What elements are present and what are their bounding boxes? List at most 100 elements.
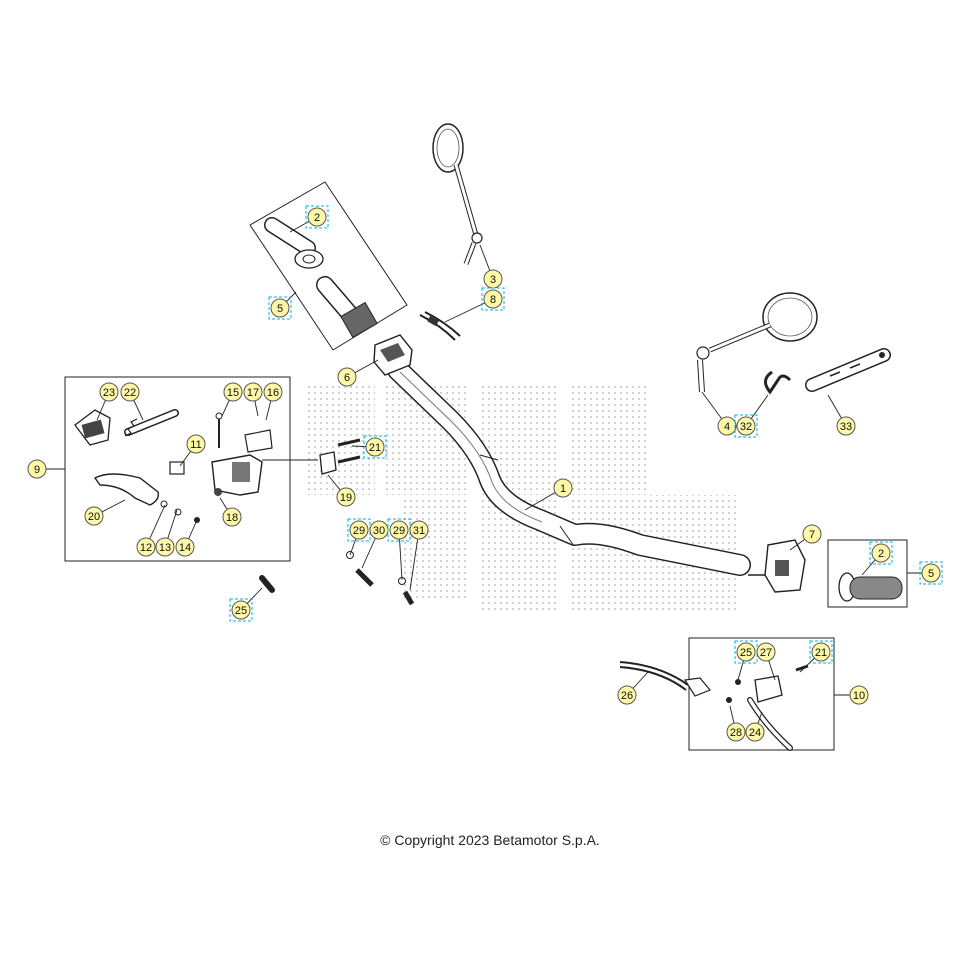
callout-circle (175, 537, 195, 557)
callout-17: 17 (243, 382, 263, 417)
callout-19: 19 (327, 474, 356, 507)
callout-label: 21 (815, 647, 827, 659)
callout-circle (617, 685, 637, 705)
callout-highlight (734, 414, 758, 438)
callout-label: 18 (226, 512, 238, 524)
mirror-clamp (262, 438, 361, 475)
bolt-25 (259, 575, 275, 593)
callout-label: 29 (393, 525, 405, 537)
callout-circle (336, 487, 356, 507)
callout-21: 21 (351, 435, 387, 459)
callout-13: 13 (155, 509, 178, 557)
throttle-assembly (264, 217, 378, 339)
callout-highlight (869, 541, 893, 565)
callout-label: 25 (740, 647, 752, 659)
hose-clip (764, 370, 792, 395)
callout-circle (836, 416, 856, 436)
callout-circle (349, 520, 369, 540)
callout-circle (136, 537, 156, 557)
right-mirror (432, 123, 483, 265)
callout-circle (155, 537, 175, 557)
callout-label: 23 (103, 387, 115, 399)
callout-label: 33 (840, 421, 852, 433)
clutch-lever-assembly (619, 661, 809, 751)
callout-highlight (229, 598, 253, 622)
callout-circle (222, 507, 242, 527)
callout-21: 21 (799, 640, 833, 673)
callout-24: 24 (745, 711, 765, 742)
callout-circle (243, 382, 263, 402)
group-box-10-clutch (688, 637, 835, 751)
callout-18: 18 (219, 497, 242, 527)
callout-label: 26 (621, 690, 633, 702)
callout-5: 5 (907, 561, 943, 585)
callout-circle (99, 382, 119, 402)
brake-master-cylinder (74, 409, 273, 523)
callout-circle (756, 642, 776, 662)
callout-7: 7 (789, 524, 822, 551)
callout-highlight (363, 435, 387, 459)
callout-circle (553, 478, 573, 498)
left-grip (838, 572, 903, 602)
callout-label: 20 (88, 511, 100, 523)
mounting-bolts (346, 551, 415, 606)
callout-label: 16 (267, 387, 279, 399)
handlebar (387, 359, 751, 576)
callout-label: 14 (179, 542, 191, 554)
callout-circle (736, 416, 756, 436)
callout-circle (365, 437, 385, 457)
callout-circle (270, 298, 290, 318)
callout-label: 30 (373, 525, 385, 537)
callout-label: 4 (724, 421, 730, 433)
callout-circle (84, 506, 104, 526)
handlebar-pad-33 (805, 348, 891, 392)
callout-31: 31 (409, 520, 429, 591)
callout-label: 2 (314, 212, 320, 224)
callout-label: 12 (140, 542, 152, 554)
group-box-5-throttle (249, 181, 408, 351)
callout-circle (307, 207, 327, 227)
callout-circle (849, 685, 869, 705)
callout-10: 10 (834, 685, 869, 705)
callout-circle (409, 520, 429, 540)
left-switch (748, 539, 806, 593)
callout-leader (409, 529, 420, 591)
callout-5: 5 (268, 291, 297, 320)
callout-highlight (481, 287, 505, 311)
callout-label: 17 (247, 387, 259, 399)
callout-15: 15 (221, 382, 243, 417)
callout-circle (337, 367, 357, 387)
callout-25: 25 (229, 587, 263, 622)
callout-20: 20 (84, 499, 126, 526)
callout-label: 7 (809, 529, 815, 541)
callout-14: 14 (175, 519, 198, 557)
callout-label: 5 (277, 303, 283, 315)
callout-circle (27, 459, 47, 479)
callout-label: 15 (227, 387, 239, 399)
watermark (305, 385, 740, 610)
callout-33: 33 (827, 394, 856, 436)
callout-2: 2 (289, 205, 329, 233)
callout-label: 6 (344, 372, 350, 384)
callout-circle (811, 642, 831, 662)
callout-2: 2 (861, 541, 893, 576)
callout-circle (263, 382, 283, 402)
callout-label: 5 (928, 568, 934, 580)
callout-label: 9 (34, 464, 40, 476)
callout-label: 3 (490, 274, 496, 286)
callout-29: 29 (347, 518, 371, 556)
callout-circle (231, 600, 251, 620)
callout-6: 6 (337, 359, 379, 387)
callout-circle (736, 642, 756, 662)
callout-8: 8 (444, 287, 505, 323)
callout-9: 9 (27, 459, 65, 479)
callout-circle (871, 543, 891, 563)
callout-label: 11 (190, 439, 201, 451)
callout-label: 13 (159, 542, 171, 554)
callout-label: 27 (760, 647, 772, 659)
callout-circle (921, 563, 941, 583)
copyright-footer: © Copyright 2023 Betamotor S.p.A. (380, 832, 600, 848)
